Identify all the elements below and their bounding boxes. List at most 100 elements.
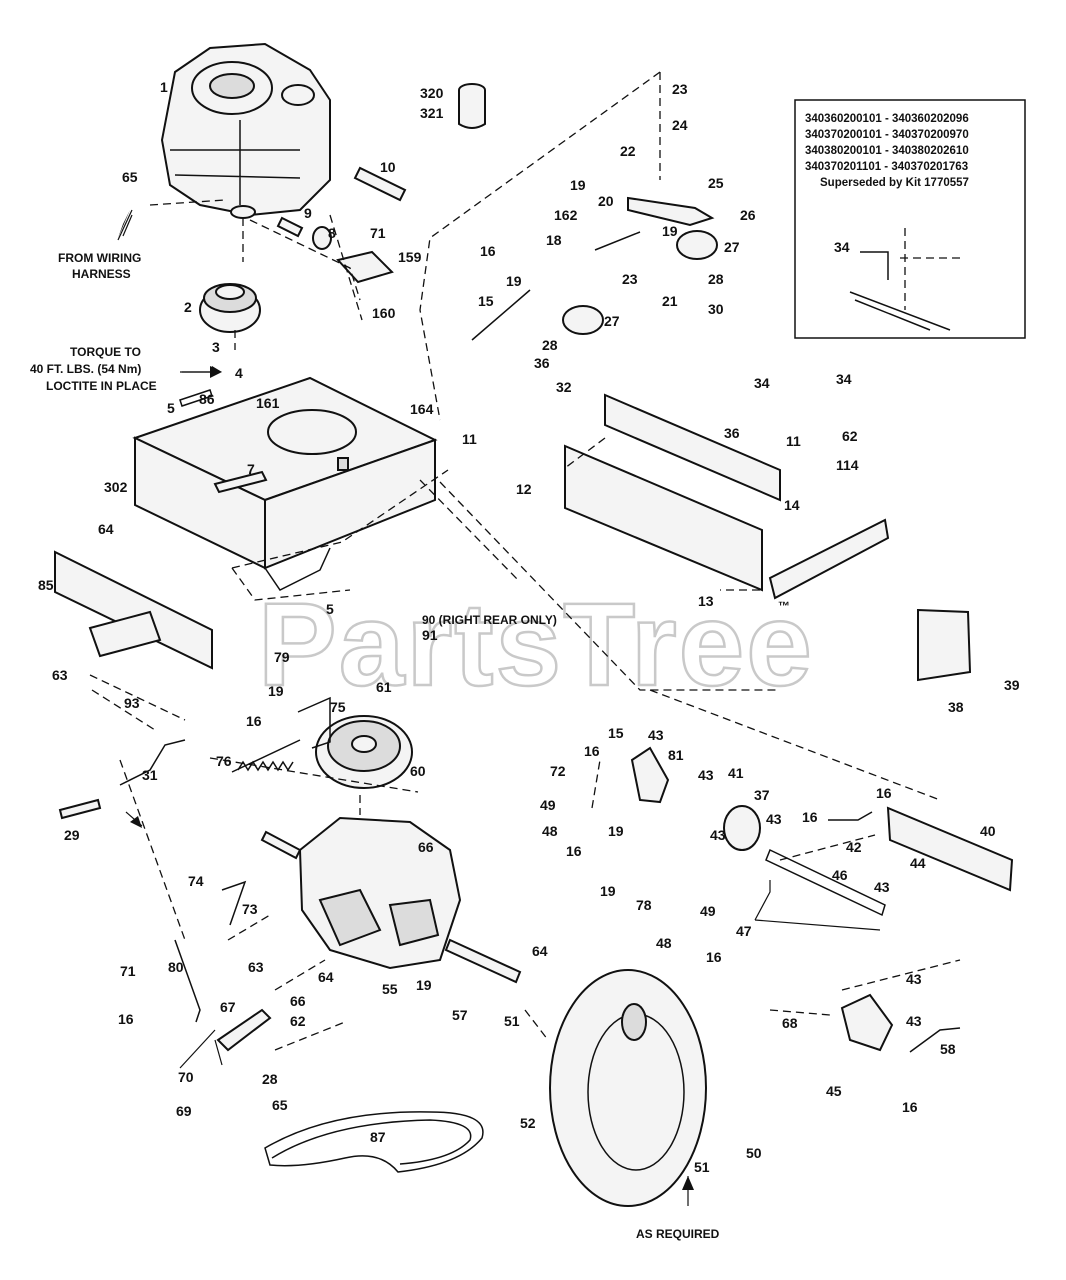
callout-64: 64 xyxy=(532,943,548,959)
bracket-73 xyxy=(221,880,247,926)
shift-arm-69 xyxy=(216,1008,272,1052)
callout-48: 48 xyxy=(542,823,558,839)
callout-21: 21 xyxy=(662,293,678,309)
callout-93: 93 xyxy=(124,695,140,711)
callout-45: 45 xyxy=(826,1083,842,1099)
callout-40: 40 xyxy=(980,823,996,839)
note-as-required: AS REQUIRED xyxy=(636,1227,720,1241)
callout-302: 302 xyxy=(104,479,128,495)
idler-pulley-27b xyxy=(562,305,604,335)
inset-serial-4: 340370201101 - 340370201763 xyxy=(805,161,968,173)
callout-72: 72 xyxy=(550,763,566,779)
spring-76 xyxy=(231,739,301,773)
callout-28: 28 xyxy=(708,271,724,287)
callout-16: 16 xyxy=(584,743,600,759)
callout-23: 23 xyxy=(622,271,638,287)
callout-44: 44 xyxy=(910,855,926,871)
callout-65: 65 xyxy=(272,1097,288,1113)
callout-63: 63 xyxy=(248,959,264,975)
callout-47: 47 xyxy=(736,923,752,939)
bushing-part xyxy=(276,216,304,238)
tube-part xyxy=(353,166,407,202)
callout-20: 20 xyxy=(598,193,614,209)
callout-4: 4 xyxy=(235,365,243,381)
inset-serial-3: 340380200101 - 340380202610 xyxy=(805,145,969,157)
callout-29: 29 xyxy=(64,827,80,843)
shift-knob-29 xyxy=(58,798,102,820)
callout-30: 30 xyxy=(708,301,724,317)
callout-78: 78 xyxy=(636,897,652,913)
note-right-rear: 90 (RIGHT REAR ONLY) xyxy=(422,613,557,627)
callout-91: 91 xyxy=(422,627,438,643)
callout-19: 19 xyxy=(416,977,432,993)
callout-42: 42 xyxy=(846,839,862,855)
callout-51: 51 xyxy=(504,1013,520,1029)
callout-43: 43 xyxy=(906,971,922,987)
idler-spring xyxy=(471,231,641,341)
callout-28: 28 xyxy=(542,337,558,353)
callout-67: 67 xyxy=(220,999,236,1015)
shift-rod-80 xyxy=(174,939,201,1023)
callout-55: 55 xyxy=(382,981,398,997)
brake-arm-81 xyxy=(630,746,670,804)
callout-62: 62 xyxy=(842,428,858,444)
callout-34: 34 xyxy=(754,375,770,391)
callout-43: 43 xyxy=(874,879,890,895)
callout-81: 81 xyxy=(668,747,684,763)
callout-69: 69 xyxy=(176,1103,192,1119)
callout-43: 43 xyxy=(766,811,782,827)
callout-58: 58 xyxy=(940,1041,956,1057)
callout-10: 10 xyxy=(380,159,396,175)
callout-11: 11 xyxy=(786,433,801,449)
callout-114: 114 xyxy=(836,457,859,473)
callout-71: 71 xyxy=(370,225,386,241)
callout-48: 48 xyxy=(656,935,672,951)
spring-coil xyxy=(237,760,294,772)
hitch-bar xyxy=(768,518,890,600)
callout-19: 19 xyxy=(608,823,624,839)
callout-85: 85 xyxy=(38,577,54,593)
transmission xyxy=(260,816,522,984)
callout-73: 73 xyxy=(242,901,258,917)
callout-66: 66 xyxy=(290,993,306,1009)
assembly-lines xyxy=(89,71,965,1051)
callout-76: 76 xyxy=(216,753,232,769)
callout-43: 43 xyxy=(648,727,664,743)
callout-321: 321 xyxy=(420,105,444,121)
callout-71: 71 xyxy=(120,963,136,979)
callout-16: 16 xyxy=(902,1099,918,1115)
callout-2: 2 xyxy=(184,299,192,315)
callout-80: 80 xyxy=(168,959,184,975)
callout-70: 70 xyxy=(178,1069,194,1085)
callout-49: 49 xyxy=(540,797,556,813)
note-wiring-1: FROM WIRING xyxy=(58,251,141,265)
hitch-plate xyxy=(917,608,972,682)
inset-serial-2: 340370200101 - 340370200970 xyxy=(805,129,969,141)
callout-57: 57 xyxy=(452,1007,468,1023)
callout-19: 19 xyxy=(662,223,678,239)
callout-13: 13 xyxy=(698,593,714,609)
callout-32: 32 xyxy=(556,379,572,395)
callout-16: 16 xyxy=(480,243,496,259)
callout-36: 36 xyxy=(724,425,740,441)
clip-part xyxy=(312,226,332,250)
callout-18: 18 xyxy=(546,232,562,248)
callout-159: 159 xyxy=(398,249,422,265)
callouts: 1 65 10 9 8 71 159 2 160 3 4 5 86 161 16… xyxy=(38,79,1020,1175)
callout-86: 86 xyxy=(199,391,215,407)
callout-7: 7 xyxy=(247,461,255,477)
brake-rod-58 xyxy=(909,1027,961,1053)
note-torque-1: TORQUE TO xyxy=(70,345,141,359)
callout-52: 52 xyxy=(520,1115,536,1131)
idler-bracket-26 xyxy=(627,196,715,227)
idler-pulley-27a xyxy=(676,230,718,260)
callout-25: 25 xyxy=(708,175,724,191)
note-wiring-2: HARNESS xyxy=(72,267,131,281)
callout-49: 49 xyxy=(700,903,716,919)
pointer-arrows xyxy=(117,209,694,1190)
inset-box xyxy=(794,99,1026,339)
callout-19: 19 xyxy=(600,883,616,899)
callout-31: 31 xyxy=(142,767,158,783)
callout-41: 41 xyxy=(728,765,744,781)
chassis-frame xyxy=(132,376,438,591)
